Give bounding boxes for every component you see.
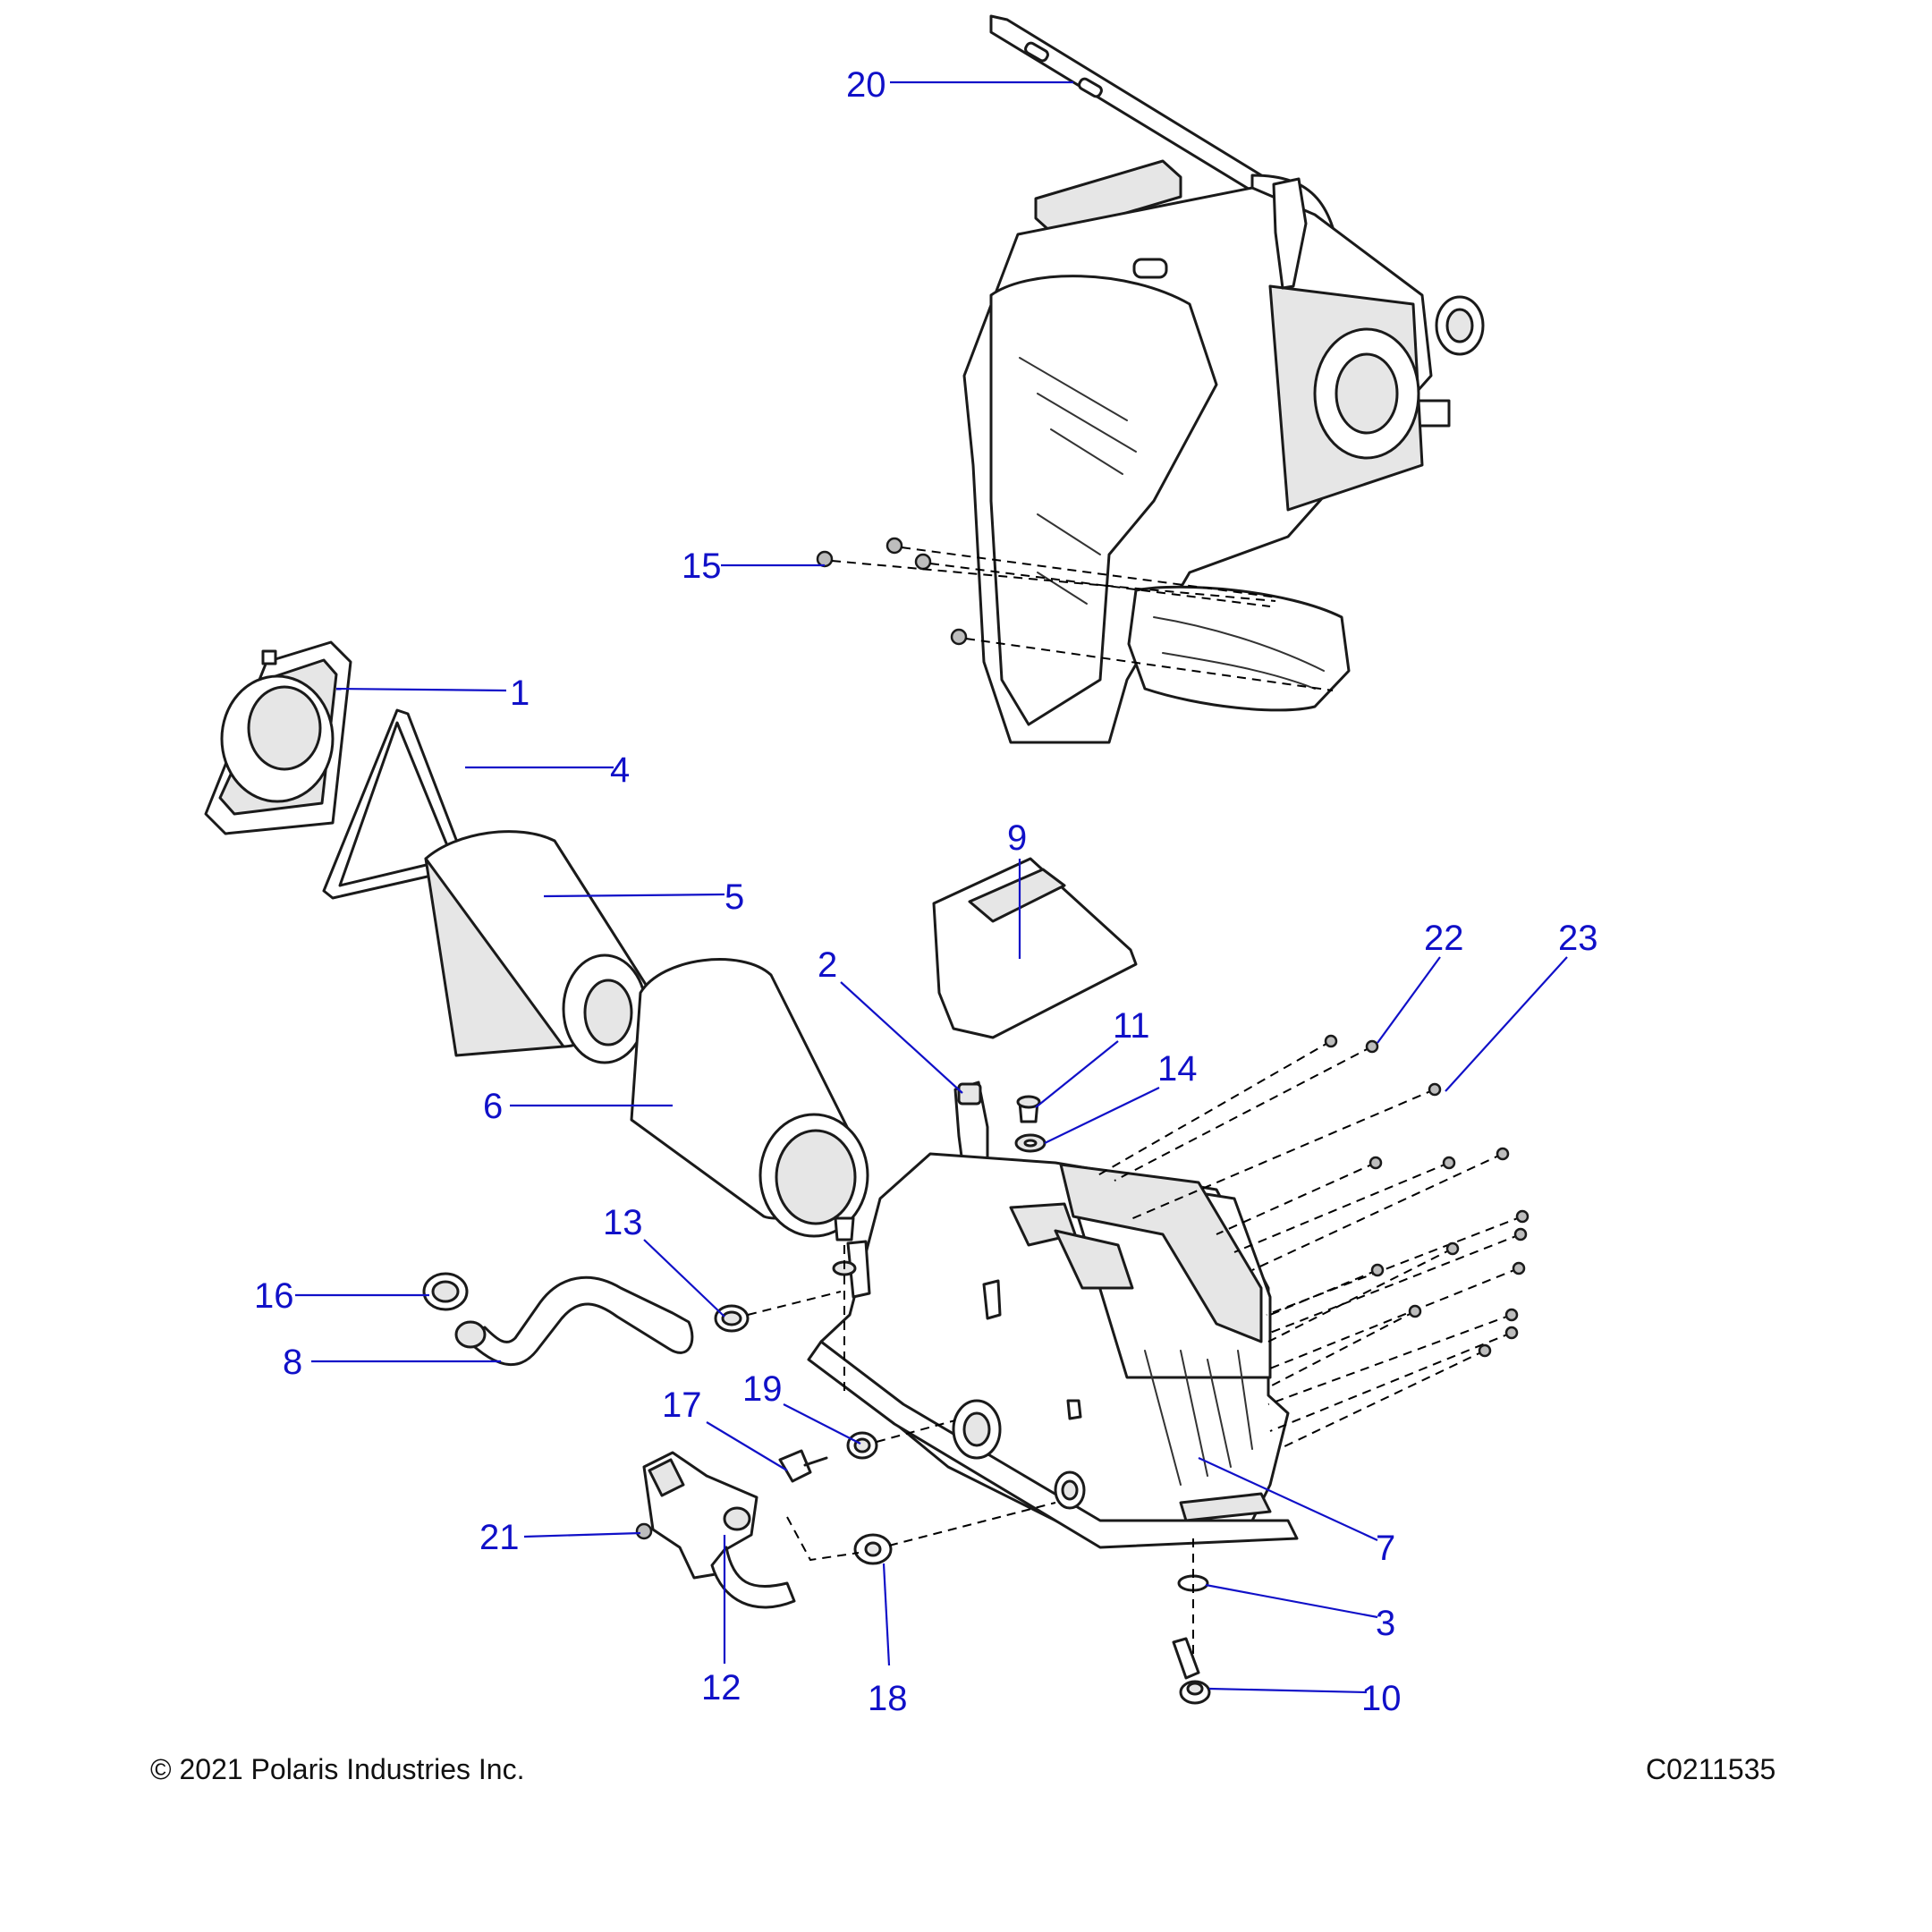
callout-14: 14 [1157, 1049, 1198, 1089]
leader-21 [523, 1531, 641, 1538]
part-17-fitting [778, 1449, 828, 1483]
leader-1 [335, 687, 507, 692]
callout-leaders [295, 80, 1568, 1694]
callout-16: 16 [254, 1276, 294, 1316]
callout-1: 1 [510, 674, 530, 713]
callout-19: 19 [742, 1369, 783, 1409]
leader-17 [706, 1421, 788, 1471]
leader-10 [1208, 1687, 1368, 1694]
callout-18: 18 [868, 1679, 908, 1718]
part-21-screw [635, 1522, 653, 1540]
leader-23 [1445, 956, 1568, 1092]
callout-5: 5 [724, 877, 744, 917]
callout-17: 17 [662, 1385, 702, 1425]
part-3-o-ring [1177, 1538, 1209, 1664]
leader-5 [543, 893, 725, 898]
callout-20: 20 [846, 65, 886, 105]
callout-10: 10 [1361, 1679, 1402, 1718]
leader-19 [783, 1403, 861, 1445]
leader-14 [1044, 1087, 1160, 1144]
callout-21: 21 [479, 1518, 520, 1557]
callout-6: 6 [483, 1087, 503, 1126]
leader-7 [1198, 1457, 1378, 1541]
leader-3 [1205, 1583, 1378, 1619]
part-18-grommet [786, 1502, 1056, 1565]
part-7-lower-airbox-housing [807, 1152, 1299, 1549]
callout-15: 15 [682, 547, 722, 586]
drawing-number: C0211535 [1646, 1753, 1776, 1785]
callout-7: 7 [1376, 1529, 1395, 1568]
callout-4: 4 [610, 750, 630, 790]
leader-22 [1377, 956, 1441, 1044]
left-fastener-and-dash [832, 1216, 857, 1395]
part-5-air-filter-element [424, 830, 649, 1064]
callout-12: 12 [701, 1668, 741, 1707]
callout-11: 11 [1113, 1006, 1150, 1046]
part-22-23-screws [1094, 1034, 1530, 1450]
callout-8: 8 [283, 1343, 302, 1382]
callout-22: 22 [1424, 919, 1464, 958]
part-10-drain-plug [1172, 1637, 1211, 1705]
leader-11 [1035, 1040, 1119, 1108]
callout-3: 3 [1376, 1604, 1395, 1643]
part-12-valve [642, 1451, 796, 1609]
leader-18 [882, 1563, 891, 1666]
part-9-cover-plate [932, 857, 1138, 1039]
callout-2: 2 [818, 945, 837, 985]
part-14-washer [1014, 1133, 1046, 1153]
callout-9: 9 [1007, 818, 1027, 858]
leader-13 [643, 1239, 725, 1318]
callout-13: 13 [603, 1203, 643, 1242]
part-11-bolt [1016, 1095, 1041, 1123]
part-1-intake-flange [204, 640, 352, 835]
part-8-drain-hose [454, 1275, 694, 1367]
copyright-notice: © 2021 Polaris Industries Inc. [150, 1753, 525, 1785]
part-6-pre-filter-sleeve [630, 958, 869, 1238]
part-16-hose-clamp [422, 1272, 469, 1311]
callout-23: 23 [1558, 919, 1598, 958]
part-15-screws [816, 537, 1334, 691]
part-20-upper-airbox-assembly [962, 14, 1485, 744]
part-13-clamp [714, 1291, 842, 1333]
callout-numbers: 20 15 1 4 5 9 2 22 23 11 14 6 13 16 8 19… [254, 65, 1598, 1718]
leader-2 [840, 981, 963, 1094]
